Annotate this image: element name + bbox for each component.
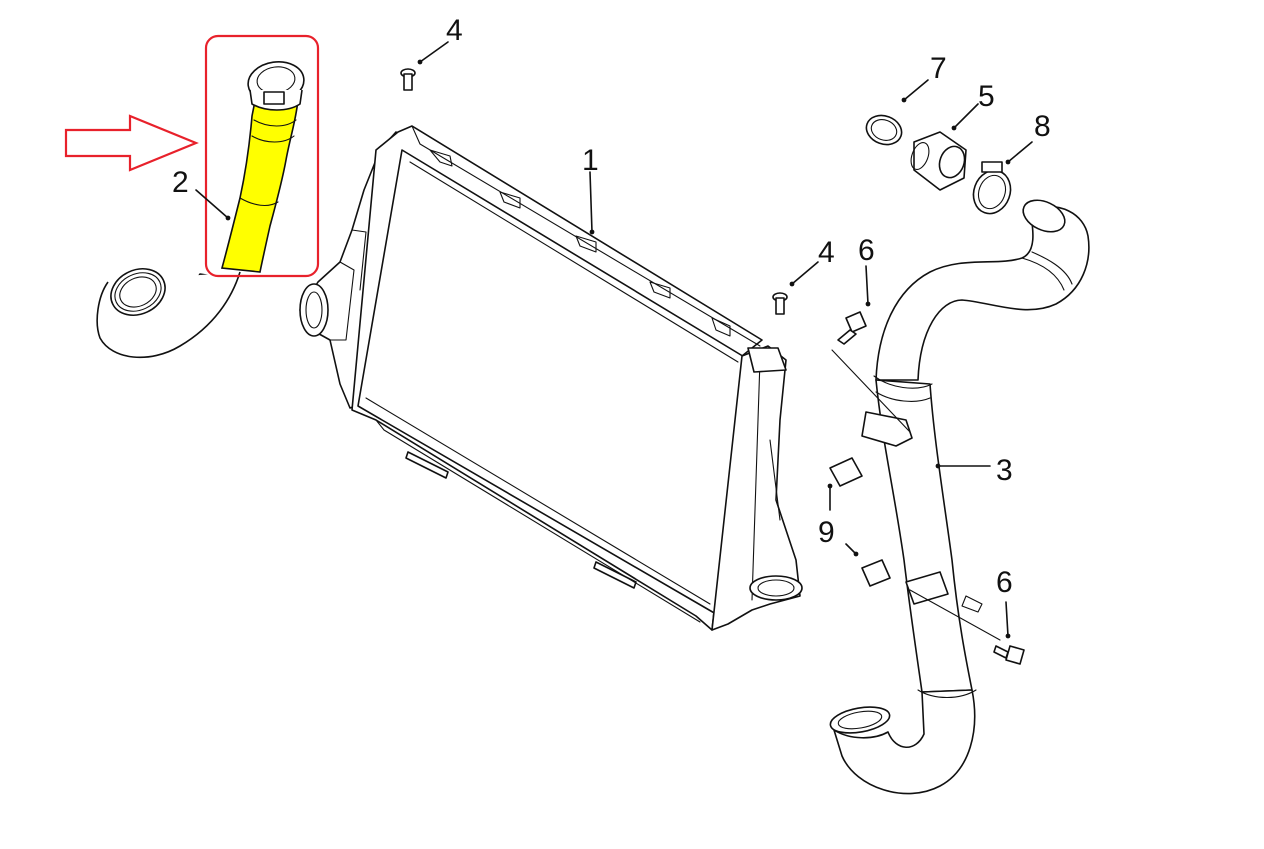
- pointer-arrow: [64, 114, 199, 172]
- highlight-frame: [204, 34, 320, 278]
- callout-2: 2: [172, 166, 189, 199]
- o-ring[interactable]: [862, 111, 905, 150]
- clip-nut-lower[interactable]: [861, 559, 891, 587]
- callout-7: 7: [930, 52, 947, 85]
- callout-8: 8: [1034, 110, 1051, 143]
- bolt-lower[interactable]: [772, 292, 788, 315]
- hose-clamp[interactable]: [968, 161, 1017, 219]
- callout-6-lower: 6: [996, 566, 1013, 599]
- leader-lines: [195, 41, 1033, 641]
- bolt-6-upper[interactable]: [837, 311, 867, 345]
- callout-9: 9: [818, 516, 835, 549]
- clip-nut-upper[interactable]: [829, 457, 863, 487]
- callout-4-lower: 4: [818, 236, 835, 269]
- left-intake-hose[interactable]: [96, 58, 306, 359]
- callout-1: 1: [582, 144, 599, 177]
- bolt-upper[interactable]: [400, 68, 416, 91]
- callout-3: 3: [996, 454, 1013, 487]
- callout-6-upper: 6: [858, 234, 875, 267]
- intercooler-radiator[interactable]: [299, 125, 803, 631]
- callout-4-upper: 4: [446, 14, 463, 47]
- callout-labels: 1 2 3 4 4 5 6 6 7 8 9: [172, 14, 1051, 599]
- bolt-6-lower[interactable]: [993, 645, 1025, 665]
- highlighted-hose-section[interactable]: [220, 95, 299, 273]
- callout-5: 5: [978, 80, 995, 113]
- hose-coupler[interactable]: [908, 131, 969, 191]
